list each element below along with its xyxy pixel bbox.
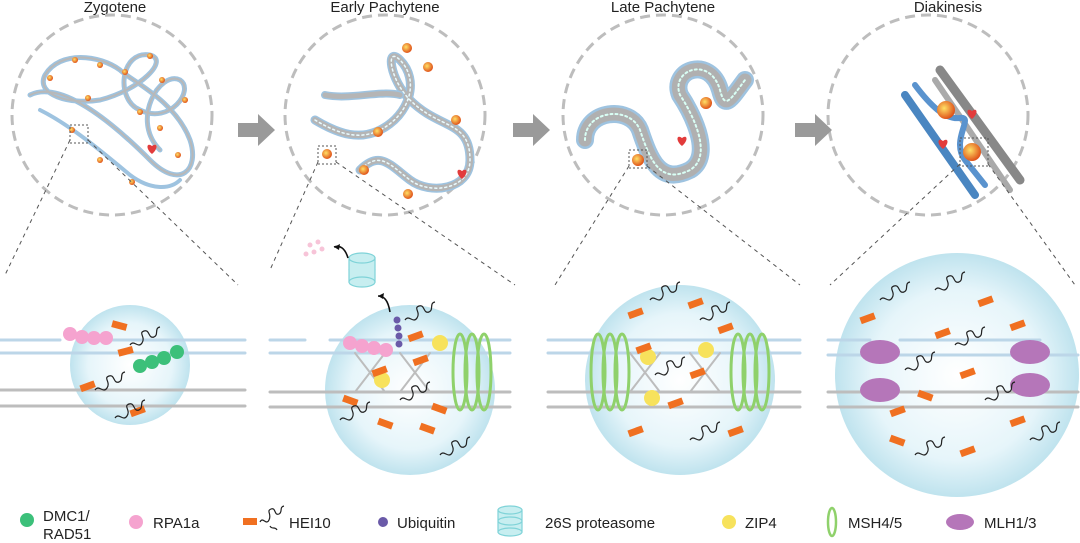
proteasome-icon bbox=[497, 505, 523, 537]
oval-icon bbox=[946, 514, 974, 530]
legend-label-hei10: HEI10 bbox=[289, 515, 331, 532]
legend-label-zip4: ZIP4 bbox=[745, 515, 777, 532]
green-dot-icon bbox=[20, 513, 34, 527]
zoom-panel-zygotene bbox=[0, 305, 247, 425]
legend-label-rpa1a: RPA1a bbox=[153, 515, 200, 532]
progression-arrows bbox=[238, 114, 832, 146]
proteasome-icon bbox=[348, 252, 376, 288]
legend-label-ubiquitin: Ubiquitin bbox=[397, 515, 455, 532]
nucleus-late-pachytene bbox=[561, 13, 765, 217]
nucleus-diakinesis bbox=[826, 13, 1030, 217]
purple-dot-icon bbox=[378, 517, 388, 527]
yellow-dot-icon bbox=[722, 515, 736, 529]
zoom-panel-early-pachytene bbox=[268, 239, 512, 475]
nucleus-zygotene bbox=[10, 13, 214, 217]
stage-title-early-pachytene: Early Pachytene bbox=[330, 0, 439, 16]
stage-title-late-pachytene: Late Pachytene bbox=[611, 0, 715, 16]
arrow-icon bbox=[795, 114, 832, 146]
legend-item-mlh13: MLH1/3 bbox=[946, 514, 1037, 532]
legend-label-dmc1-line1: DMC1/ bbox=[43, 508, 91, 525]
ring-icon bbox=[826, 506, 838, 538]
legend-item-proteasome: 26S proteasome bbox=[497, 505, 655, 537]
arrow-icon bbox=[238, 114, 275, 146]
legend-item-hei10: HEI10 bbox=[243, 505, 331, 532]
legend-label-dmc1-line2: RAD51 bbox=[43, 526, 91, 543]
stage-title-zygotene: Zygotene bbox=[84, 0, 147, 16]
pink-dot-icon bbox=[129, 515, 143, 529]
legend-item-msh45: MSH4/5 bbox=[826, 506, 902, 538]
legend-label-mlh13: MLH1/3 bbox=[984, 515, 1037, 532]
nucleus-early-pachytene bbox=[283, 13, 487, 217]
zoom-panel-late-pachytene bbox=[546, 281, 802, 475]
hei10-icon bbox=[243, 505, 285, 531]
legend-item-ubiquitin: Ubiquitin bbox=[378, 515, 455, 532]
zoom-panel-diakinesis bbox=[826, 253, 1080, 497]
legend-label-proteasome: 26S proteasome bbox=[545, 515, 655, 532]
stage-title-diakinesis: Diakinesis bbox=[914, 0, 982, 16]
zoom-guides bbox=[4, 139, 1076, 286]
legend: DMC1/ RAD51 RPA1a HEI10 Ubiquitin bbox=[20, 505, 1037, 543]
legend-item-dmc1: DMC1/ RAD51 bbox=[20, 508, 91, 543]
legend-label-msh45: MSH4/5 bbox=[848, 515, 902, 532]
legend-item-rpa1a: RPA1a bbox=[129, 515, 200, 532]
legend-item-zip4: ZIP4 bbox=[722, 515, 777, 532]
arrow-icon bbox=[513, 114, 550, 146]
